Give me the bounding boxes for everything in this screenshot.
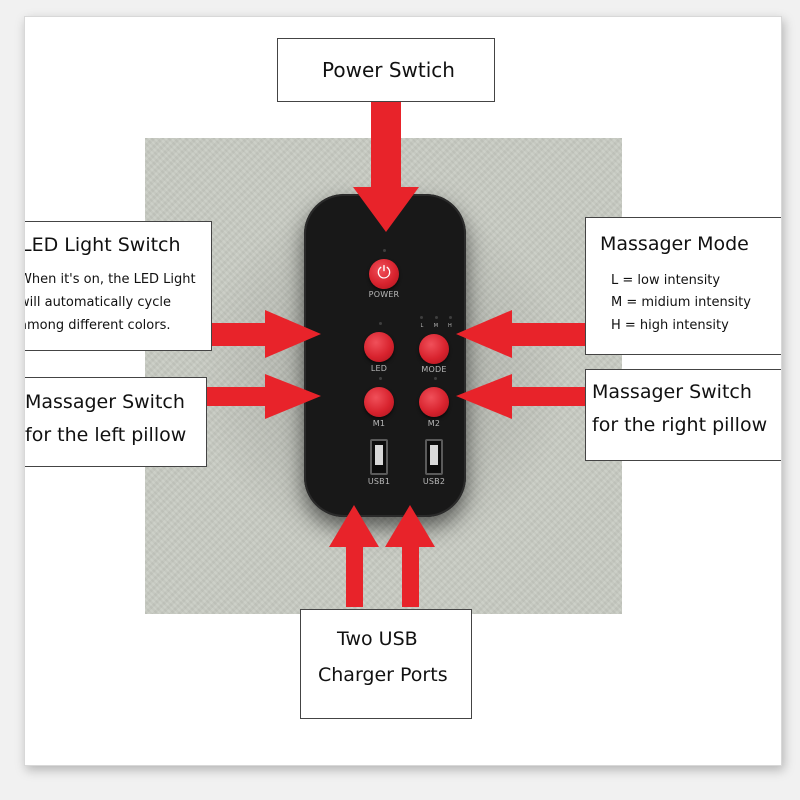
mode-callout-line-2: M = midium intensity <box>611 295 751 310</box>
usb1-port[interactable] <box>370 439 388 475</box>
m2-label: M2 <box>427 419 441 428</box>
usb-callout-line-1: Two USB <box>337 628 418 650</box>
mode-m-dot <box>435 316 438 319</box>
led-callout-line-3: among different colors. <box>24 318 171 333</box>
mode-label: MODE <box>421 365 447 374</box>
usb1-arrow <box>329 505 379 607</box>
power-label: POWER <box>368 290 400 299</box>
right-pillow-line-2: for the right pillow <box>592 414 768 436</box>
mode-callout-title: Massager Mode <box>600 233 749 255</box>
right-pillow-arrow <box>456 374 585 419</box>
mode-button[interactable] <box>419 334 449 364</box>
power-button[interactable]: ⏻ <box>369 259 399 289</box>
arrow-layer <box>205 101 585 607</box>
usb2-label: USB2 <box>422 477 446 486</box>
led-arrow <box>210 310 321 358</box>
led-callout-line-2: will automatically cycle <box>24 295 171 310</box>
mode-m-label: M <box>433 323 439 329</box>
mode-h-label: H <box>448 323 452 329</box>
left-pillow-callout: Massager Switch for the left pillow <box>25 377 207 467</box>
m1-indicator-dot <box>379 377 382 380</box>
mode-h-dot <box>449 316 452 319</box>
power-arrow <box>353 101 419 232</box>
m1-button[interactable] <box>364 387 394 417</box>
led-label: LED <box>370 364 388 373</box>
mode-callout-line-1: L = low intensity <box>611 273 721 288</box>
led-button[interactable] <box>364 332 394 362</box>
left-pillow-line-2: for the left pillow <box>25 424 187 446</box>
usb2-port[interactable] <box>425 439 443 475</box>
power-callout: Power Swtich <box>277 38 495 102</box>
usb2-arrow <box>385 505 435 607</box>
m1-label: M1 <box>372 419 386 428</box>
control-panel: ⏻ POWER LED L M H MODE M1 M2 USB1 USB2 <box>304 194 466 517</box>
mode-callout-line-3: H = high intensity <box>611 318 729 333</box>
mode-l-dot <box>420 316 423 319</box>
m2-indicator-dot <box>434 377 437 380</box>
usb-callout: Two USB Charger Ports <box>300 609 472 719</box>
mode-l-label: L <box>420 323 424 329</box>
left-pillow-arrow <box>205 374 321 419</box>
left-pillow-line-1: Massager Switch <box>25 391 185 413</box>
right-pillow-callout: Massager Switch for the right pillow <box>585 369 781 461</box>
right-pillow-line-1: Massager Switch <box>592 381 752 403</box>
led-callout: LED Light Switch When it's on, the LED L… <box>24 221 212 351</box>
usb-callout-line-2: Charger Ports <box>318 664 448 686</box>
product-diagram: ⏻ POWER LED L M H MODE M1 M2 USB1 USB2 <box>24 16 782 766</box>
led-indicator-dot <box>379 322 382 325</box>
mode-arrow <box>456 310 585 358</box>
led-callout-line-1: When it's on, the LED Light <box>24 272 196 287</box>
led-callout-title: LED Light Switch <box>24 234 181 256</box>
power-icon: ⏻ <box>377 263 391 283</box>
mode-callout: Massager Mode L = low intensity M = midi… <box>585 217 781 355</box>
m2-button[interactable] <box>419 387 449 417</box>
power-indicator-dot <box>383 249 386 252</box>
usb1-label: USB1 <box>367 477 391 486</box>
power-callout-title: Power Swtich <box>322 58 455 82</box>
